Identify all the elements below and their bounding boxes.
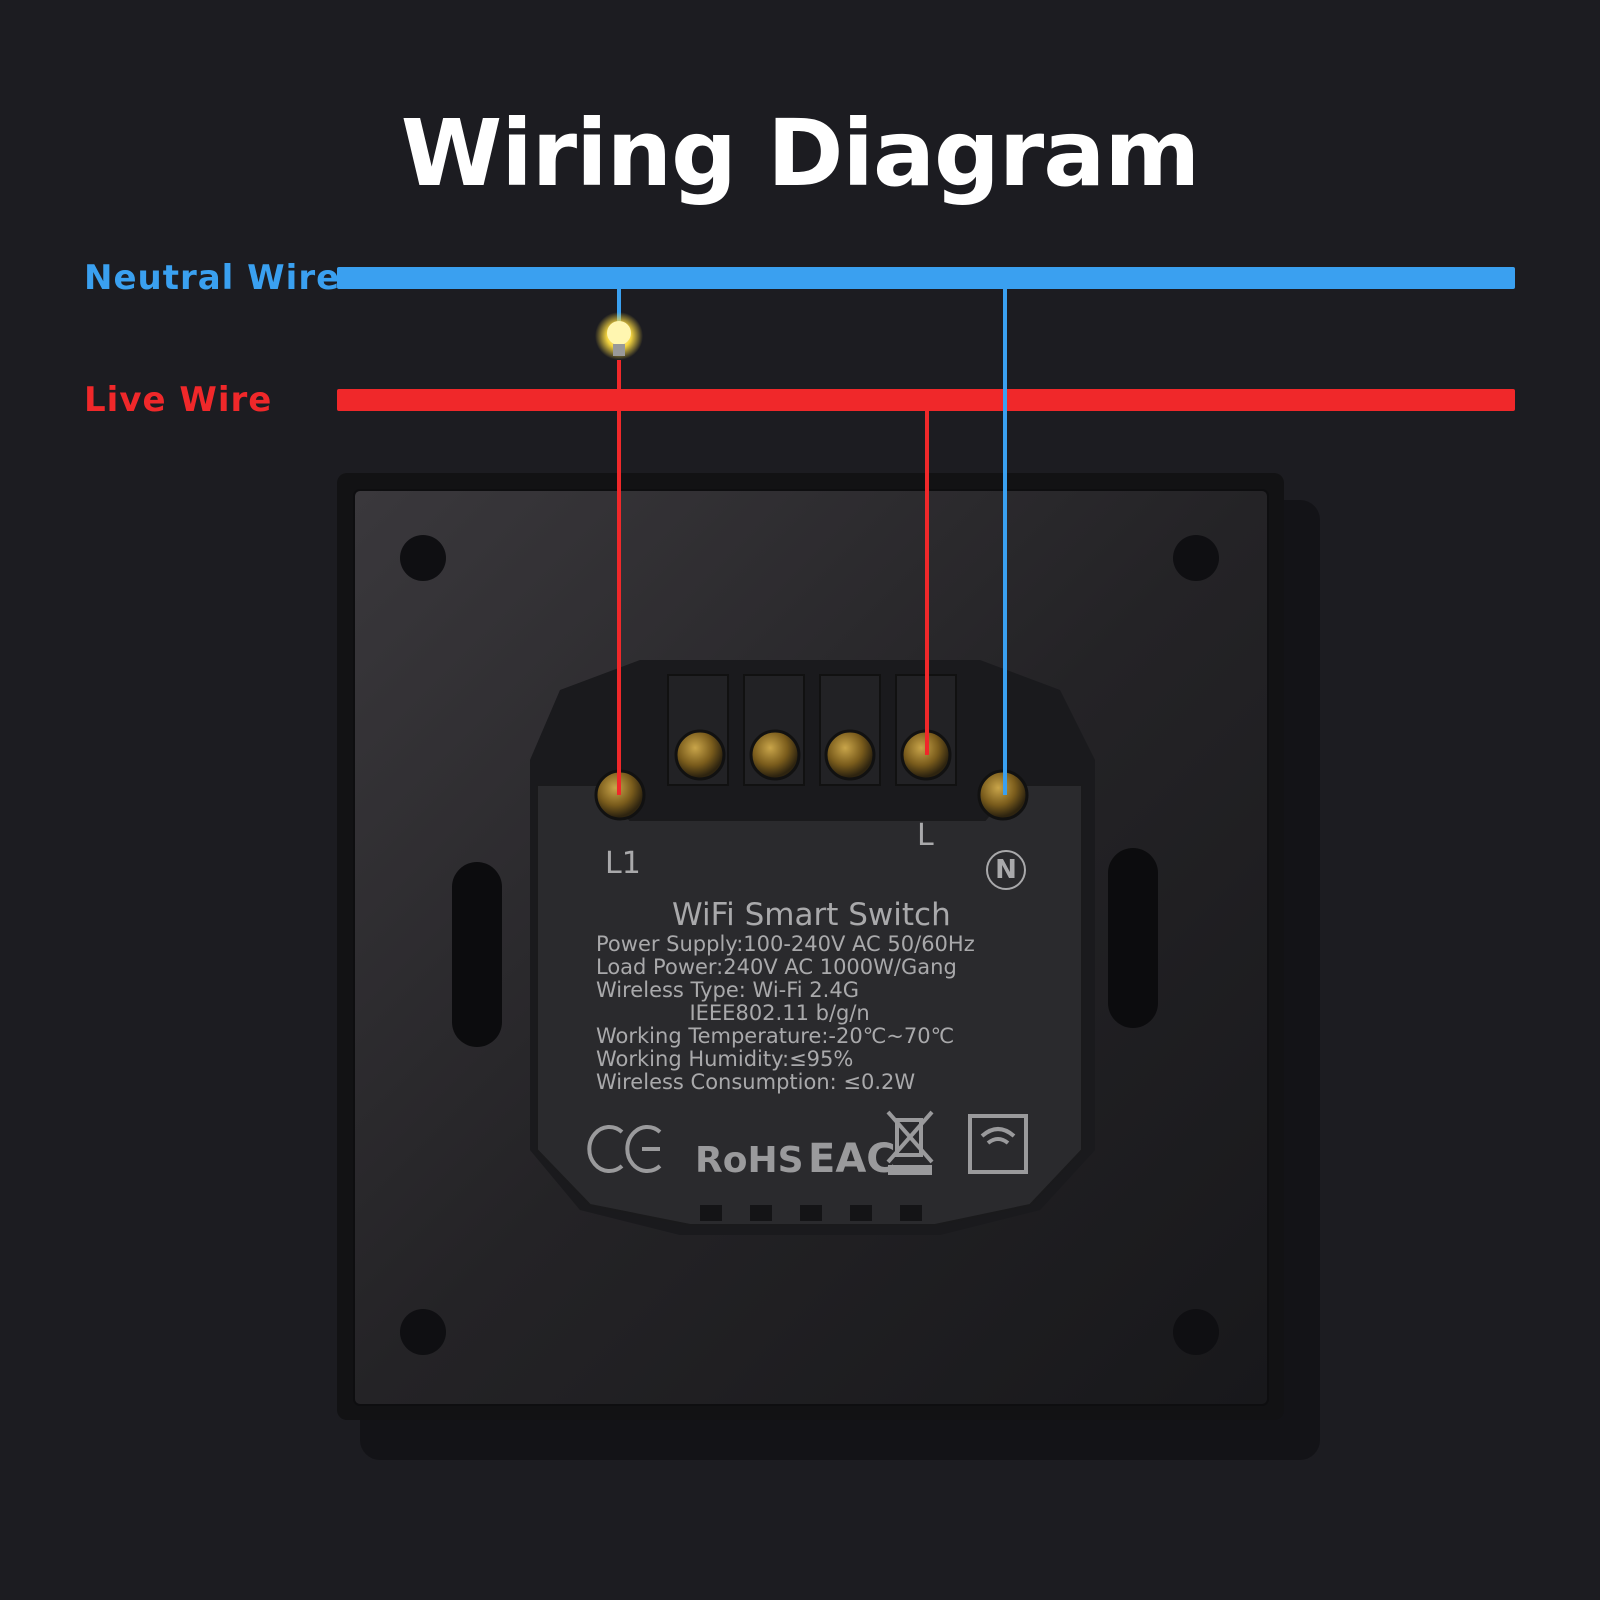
spec-line: Power Supply:100-240V AC 50/60Hz [596,932,975,956]
side-slots [452,848,1158,1047]
weee-icon [886,1110,934,1175]
ce-mark-icon [587,1125,624,1173]
cert-icons [587,1110,1028,1175]
spec-list: Power Supply:100-240V AC 50/60Hz Load Po… [596,933,975,1094]
mounting-holes [400,535,1219,1355]
module-body [536,784,1083,1226]
spec-line: Wireless Type: Wi-Fi 2.4G [596,978,859,1002]
eac-mark-icon: EAC [808,1136,896,1182]
spec-line: Working Humidity:≤95% [596,1047,854,1071]
terminal-screws [594,729,1029,821]
terminal-n-label: N [986,850,1026,890]
neutral-wire-label: Neutral Wire [84,258,341,298]
terminal-l1-label: L1 [605,846,641,881]
light-bulb-icon [595,312,643,360]
rohs-mark-icon: RoHS [695,1140,804,1181]
page-title: Wiring Diagram [400,100,1200,207]
spec-line: IEEE802.11 b/g/n [596,1001,870,1025]
wifi-mark-icon [968,1114,1028,1174]
neutral-wire [337,267,1515,289]
live-wire-label: Live Wire [84,380,273,420]
spec-line: Working Temperature:-20℃~70℃ [596,1024,955,1048]
ce-mark-icon-e [625,1125,662,1173]
spec-line: Wireless Consumption: ≤0.2W [596,1070,916,1094]
module-vents [700,1205,922,1221]
terminal-l-label: L [917,818,934,853]
product-name: WiFi Smart Switch [672,897,951,933]
live-wire [337,389,1515,411]
spec-line: Load Power:240V AC 1000W/Gang [596,955,957,979]
